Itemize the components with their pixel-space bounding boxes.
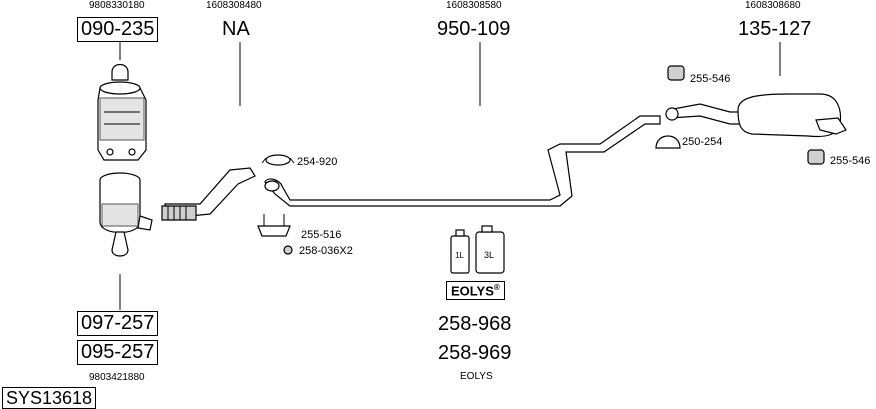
mount-label-rear-top[interactable]: 255-546 [690, 73, 731, 85]
part-number-rear-silencer[interactable]: 135-127 [738, 18, 812, 40]
clamp-label-rear[interactable]: 250-254 [682, 136, 723, 148]
fluid-label: EOLYS [460, 371, 493, 382]
part-number-catalyst[interactable]: 090-235 [77, 17, 159, 42]
bottle-small-label: 1L [455, 251, 464, 260]
mount-label-rear-bottom[interactable]: 255-546 [830, 155, 871, 167]
rear-silencer-part[interactable] [665, 93, 847, 138]
mount-rear-top-icon[interactable] [667, 65, 685, 81]
oe-number-catalyst: 9808330180 [89, 0, 145, 11]
oe-number-front-pipe: 1608308480 [206, 0, 262, 11]
middle-pipe-part[interactable] [264, 115, 661, 207]
part-number-filter-1[interactable]: 097-257 [77, 311, 159, 336]
fluid-bottle-small-icon[interactable]: 1L [450, 229, 470, 274]
front-pipe-part[interactable] [161, 167, 256, 221]
clamp-rear-icon[interactable] [655, 135, 681, 149]
gasket-icon[interactable] [283, 245, 293, 255]
fluid-part-number-1[interactable]: 258-968 [438, 313, 512, 335]
clamp-front-icon[interactable] [261, 154, 295, 166]
fluid-bottle-large-icon[interactable]: 3L [475, 225, 505, 274]
catalyst-part[interactable] [97, 63, 147, 161]
bottle-large-label: 3L [484, 250, 494, 260]
oe-number-middle-pipe: 1608308580 [446, 0, 502, 11]
oe-number-filter: 9803421880 [89, 372, 145, 383]
particle-filter-part[interactable] [99, 172, 153, 257]
mount-front-icon[interactable] [257, 214, 291, 237]
gasket-label[interactable]: 258-036X2 [299, 245, 353, 257]
oe-number-rear-silencer: 1608308680 [745, 0, 801, 11]
part-number-filter-2[interactable]: 095-257 [77, 340, 159, 365]
clamp-label-front[interactable]: 254-920 [297, 156, 338, 168]
mount-label-front[interactable]: 255-516 [301, 229, 342, 241]
eolys-logo: EOLYS® [446, 281, 505, 301]
part-number-front-pipe[interactable]: NA [222, 18, 250, 40]
part-number-middle-pipe[interactable]: 950-109 [437, 18, 511, 40]
mount-rear-bottom-icon[interactable] [807, 149, 825, 165]
fluid-part-number-2[interactable]: 258-969 [438, 342, 512, 364]
